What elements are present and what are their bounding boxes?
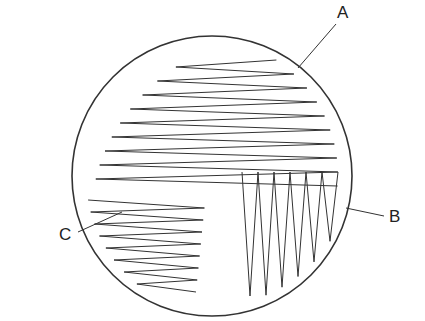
leader-lines (78, 24, 384, 232)
petri-dish (72, 36, 352, 316)
streak-zigzag (88, 200, 204, 292)
region-label: C (58, 226, 72, 243)
leader-line (78, 212, 122, 232)
streak-zigzag (242, 172, 338, 296)
leader-line (298, 24, 336, 68)
region-label: A (336, 4, 349, 21)
leader-line (346, 208, 384, 216)
streak-zigzag (96, 60, 338, 186)
streak-lines (88, 60, 338, 296)
region-label: B (388, 208, 401, 225)
